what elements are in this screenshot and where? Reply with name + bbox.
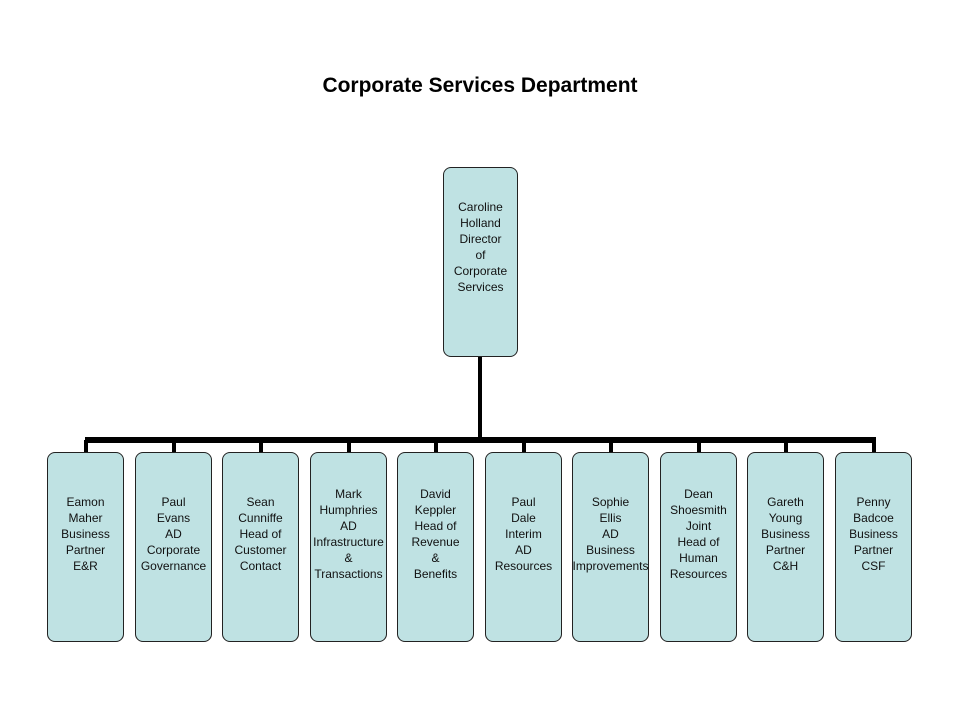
org-node-label: Caroline Holland Director of Corporate S… <box>453 200 508 294</box>
org-node-4: Mark Humphries AD Infrastructure & Trans… <box>310 452 387 642</box>
org-node-2: Paul Evans AD Corporate Governance <box>135 452 212 642</box>
org-node-7: Sophie Ellis AD Business Improvements <box>572 452 649 642</box>
org-node-label: Dean Shoesmith Joint Head of Human Resou… <box>669 487 728 581</box>
org-node-label: Eamon Maher Business Partner E&R <box>61 495 110 573</box>
org-node-label: David Keppler Head of Revenue & Benefits <box>411 487 460 581</box>
org-node-6: Paul Dale Interim AD Resources <box>485 452 562 642</box>
org-node-label: Mark Humphries AD Infrastructure & Trans… <box>313 487 384 581</box>
org-node-label: Penny Badcoe Business Partner CSF <box>849 495 898 573</box>
org-node-label: Gareth Young Business Partner C&H <box>761 495 810 573</box>
org-node-1: Eamon Maher Business Partner E&R <box>47 452 124 642</box>
org-node-director: Caroline Holland Director of Corporate S… <box>443 167 518 357</box>
org-node-label: Paul Evans AD Corporate Governance <box>140 495 207 573</box>
org-node-9: Gareth Young Business Partner C&H <box>747 452 824 642</box>
org-node-3: Sean Cunniffe Head of Customer Contact <box>222 452 299 642</box>
org-node-10: Penny Badcoe Business Partner CSF <box>835 452 912 642</box>
page-title: Corporate Services Department <box>322 74 638 97</box>
org-node-label: Sean Cunniffe Head of Customer Contact <box>234 495 287 573</box>
org-node-label: Sophie Ellis AD Business Improvements <box>572 495 649 573</box>
org-node-label: Paul Dale Interim AD Resources <box>494 495 553 573</box>
org-node-5: David Keppler Head of Revenue & Benefits <box>397 452 474 642</box>
org-node-8: Dean Shoesmith Joint Head of Human Resou… <box>660 452 737 642</box>
